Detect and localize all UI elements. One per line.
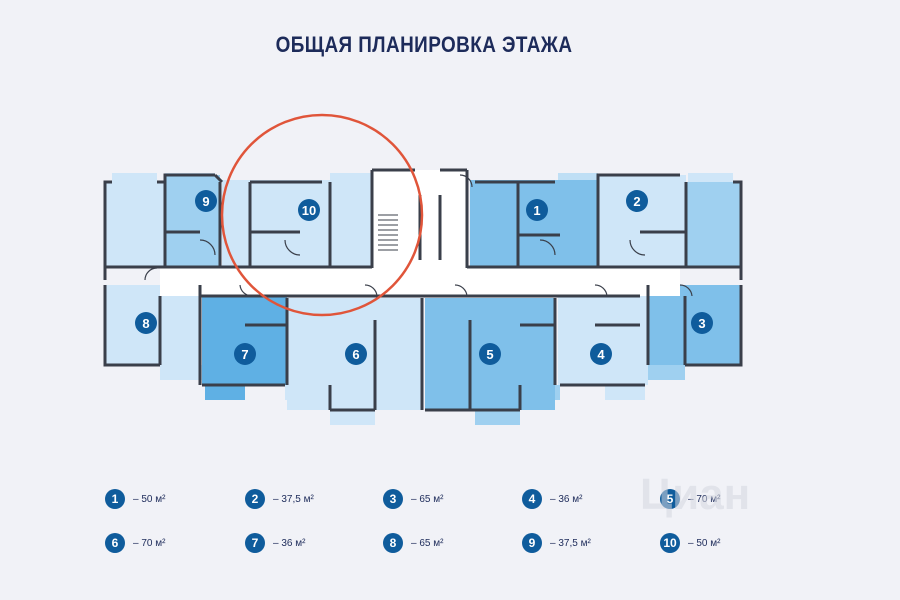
legend-badge: 7 [245, 533, 265, 553]
svg-text:4: 4 [597, 347, 605, 362]
apartment-9-top-left-room [105, 182, 165, 267]
svg-text:5: 5 [486, 347, 493, 362]
legend-item: 3 – 65 м² [383, 489, 443, 509]
legend-item: 2 – 37,5 м² [245, 489, 314, 509]
svg-text:8: 8 [142, 316, 149, 331]
corridor [160, 268, 680, 296]
legend-badge: 3 [383, 489, 403, 509]
apartment-10 [222, 180, 372, 268]
legend-area: – 50 м² [688, 537, 721, 549]
legend-item: 1 – 50 м² [105, 489, 165, 509]
apartment-badge-5: 5 [479, 343, 501, 365]
legend-badge: 4 [522, 489, 542, 509]
page-title: ОБЩАЯ ПЛАНИРОВКА ЭТАЖА [275, 32, 573, 57]
legend-badge: 8 [383, 533, 403, 553]
apartment-badge-6: 6 [345, 343, 367, 365]
legend-area: – 36 м² [273, 537, 306, 549]
legend-area: – 37,5 м² [550, 537, 591, 549]
apartment-badge-3: 3 [691, 312, 713, 334]
legend-area: – 50 м² [133, 493, 166, 505]
apartment-badge-4: 4 [590, 343, 612, 365]
legend-area: – 65 м² [411, 537, 444, 549]
apartment-badge-9: 9 [195, 190, 217, 212]
legend-area: – 37,5 м² [273, 493, 314, 505]
doors [144, 174, 693, 297]
apartment-badge-1: 1 [526, 199, 548, 221]
stairs [378, 214, 398, 251]
svg-text:1: 1 [533, 203, 540, 218]
legend-badge: 5 [660, 489, 680, 509]
legend-area: – 70 м² [688, 493, 721, 505]
apartment-4 [558, 295, 648, 385]
apartment-2 [598, 175, 686, 268]
legend-item: 9 – 37,5 м² [522, 533, 591, 553]
legend-item: 8 – 65 м² [383, 533, 443, 553]
apartment-2-right-room [686, 182, 741, 267]
apartment-badge-10: 10 [298, 199, 320, 221]
svg-text:6: 6 [352, 347, 359, 362]
legend-badge: 2 [245, 489, 265, 509]
apartment-7 [202, 295, 287, 385]
apartment-badges: 9 10 1 2 8 7 6 5 [135, 190, 713, 365]
apartment-1 [470, 180, 600, 268]
legend-item: 7 – 36 м² [245, 533, 305, 553]
legend-badge: 6 [105, 533, 125, 553]
legend-item: 10 – 50 м² [660, 533, 720, 553]
apartment-badge-2: 2 [626, 190, 648, 212]
legend-item: 4 – 36 м² [522, 489, 582, 509]
legend-area: – 36 м² [550, 493, 583, 505]
legend-area: – 70 м² [133, 537, 166, 549]
legend-item: 6 – 70 м² [105, 533, 165, 553]
legend-badge: 10 [660, 533, 680, 553]
svg-text:2: 2 [633, 194, 640, 209]
apartment-badge-7: 7 [234, 343, 256, 365]
svg-text:7: 7 [241, 347, 248, 362]
legend-badge: 9 [522, 533, 542, 553]
svg-text:9: 9 [202, 194, 209, 209]
legend-area: – 65 м² [411, 493, 444, 505]
apartment-badge-8: 8 [135, 312, 157, 334]
apartment-9 [165, 175, 220, 267]
walls [103, 168, 743, 412]
legend-item: 5 – 70 м² [660, 489, 720, 509]
svg-text:10: 10 [302, 203, 316, 218]
svg-text:3: 3 [698, 316, 705, 331]
legend-badge: 1 [105, 489, 125, 509]
highlight-circle [220, 113, 424, 317]
